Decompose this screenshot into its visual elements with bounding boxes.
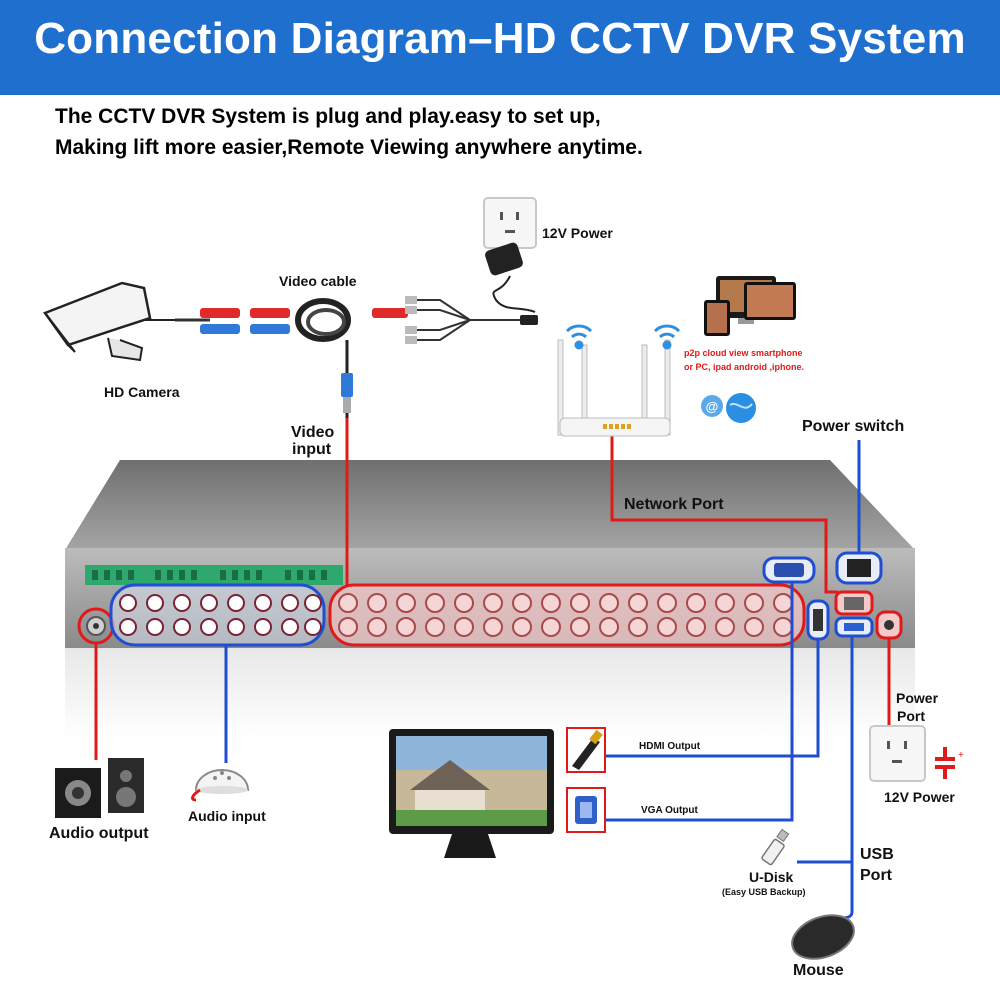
label-hdmi-output: HDMI Output — [639, 741, 701, 752]
hdmi-line — [605, 639, 820, 758]
label-p2p-2: or PC, ipad android ,iphone. — [684, 362, 805, 372]
video-input-ports — [328, 583, 806, 647]
label-power-switch: Power switch — [802, 418, 905, 435]
monitor-icon — [389, 729, 554, 858]
title-banner: Connection Diagram–HD CCTV DVR System — [0, 0, 1000, 95]
router-icon — [557, 339, 671, 437]
label-12v-power-bottom: 12V Power — [884, 789, 955, 805]
label-audio-output: Audio output — [49, 825, 149, 842]
polarity-icon: + — [935, 747, 964, 779]
camera-icon — [43, 281, 175, 362]
page-title: Connection Diagram–HD CCTV DVR System — [34, 14, 966, 63]
vga-port — [762, 556, 816, 584]
vga-line — [605, 582, 794, 822]
label-audio-input: Audio input — [188, 808, 266, 824]
label-video-input-2: input — [292, 441, 332, 458]
hdmi-port — [806, 599, 830, 641]
intro-line-2: Making lift more easier,Remote Viewing a… — [55, 136, 643, 159]
label-12v-power-top: 12V Power — [542, 225, 613, 241]
label-mouse: Mouse — [793, 962, 844, 979]
label-u-disk: U-Disk — [749, 869, 794, 885]
network-port — [834, 590, 874, 616]
power-port — [875, 610, 903, 640]
usb-drive-icon — [761, 828, 790, 866]
label-u-disk-sub: (Easy USB Backup) — [722, 887, 806, 897]
label-power-port-1: Power — [896, 690, 939, 706]
hdmi-cable-icon — [566, 727, 606, 773]
svg-text:@: @ — [706, 399, 719, 414]
usb-port — [834, 616, 874, 638]
label-p2p-1: p2p cloud view smartphone — [684, 348, 803, 358]
video-cable-icon — [175, 298, 408, 418]
audio-input-ports — [109, 583, 326, 647]
mouse-icon — [791, 911, 855, 960]
speaker-icon — [55, 758, 144, 818]
vga-cable-icon — [566, 787, 606, 833]
label-power-port-2: Port — [897, 708, 925, 724]
microphone-icon — [191, 769, 250, 802]
globe-icon: @ — [701, 393, 756, 423]
label-vga-output: VGA Output — [641, 805, 698, 816]
label-network-port: Network Port — [624, 496, 724, 513]
label-video-input-1: Video — [291, 424, 335, 441]
network-line — [610, 433, 838, 594]
wall-outlet-top-icon — [483, 197, 537, 249]
label-usb-port-1: USB — [860, 846, 894, 863]
label-video-cable: Video cable — [279, 273, 357, 289]
label-hd-camera: HD Camera — [104, 384, 180, 400]
label-usb-port-2: Port — [860, 867, 892, 884]
wall-outlet-bottom-icon — [869, 725, 926, 782]
splitter-cable-icon — [405, 296, 538, 344]
power-adapter-icon — [485, 242, 536, 313]
devices-icon — [704, 276, 796, 336]
power-switch — [835, 551, 883, 585]
svg-text:+: + — [958, 750, 964, 761]
intro-line-1: The CCTV DVR System is plug and play.eas… — [55, 105, 601, 128]
wifi-icon — [565, 324, 681, 350]
